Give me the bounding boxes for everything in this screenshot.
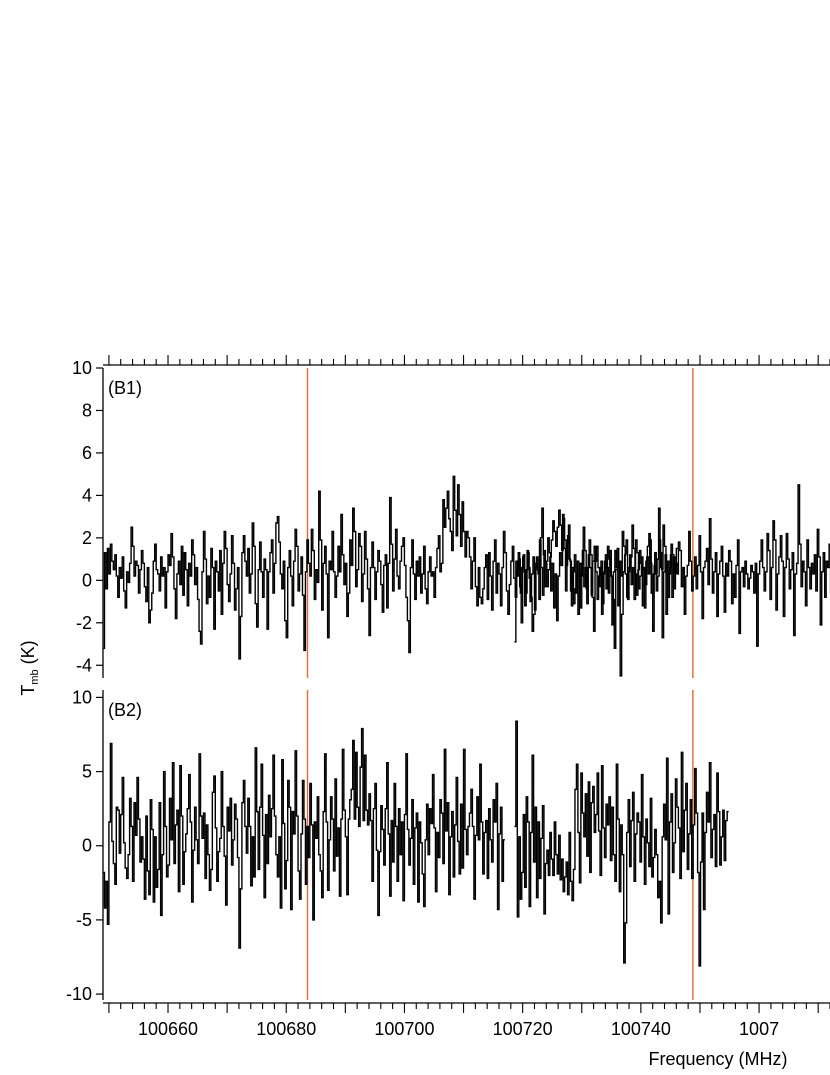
y-tick-label: 10 [72,358,92,378]
y-tick-label: 0 [82,836,92,856]
y-tick-label: 6 [82,443,92,463]
y-tick-label: -5 [76,910,92,930]
y-axis-title: Tmb (K) [18,640,41,695]
spectrum-trace [103,475,678,677]
x-tick-label: 100660 [138,1019,198,1039]
svg-text:Tmb (K): Tmb (K) [18,640,41,695]
x-tick-label: 100700 [374,1019,434,1039]
y-tick-label: 2 [82,528,92,548]
panel-label: (B2) [108,700,142,720]
y-axis-title-main: T [18,685,38,696]
y-tick-label: 0 [82,570,92,590]
x-tick-label: 100740 [611,1019,671,1039]
y-tick-label: 8 [82,400,92,420]
x-tick-label: 100720 [493,1019,553,1039]
y-tick-label: -4 [76,655,92,675]
y-tick-label: 4 [82,485,92,505]
spectrum-trace [514,484,830,647]
panel-label: (B1) [108,378,142,398]
x-tick-label: 100680 [256,1019,316,1039]
y-tick-label: 5 [82,762,92,782]
spectrum-trace [514,720,729,967]
y-tick-label: -10 [66,984,92,1004]
y-axis-title-unit: (K) [18,640,38,669]
spectrum-trace [103,727,505,949]
x-axis-title: Frequency (MHz) [648,1049,787,1069]
y-tick-label: -2 [76,613,92,633]
y-axis-title-subscript: mb [29,669,41,684]
x-tick-label: 1007 [739,1019,779,1039]
plot-layer: 10 8 6 4 2 0 -2 -4 (B1) 10 5 0 -5 -10 (B2) 100660 100680… [66,355,830,1039]
y-tick-label: 10 [72,687,92,707]
